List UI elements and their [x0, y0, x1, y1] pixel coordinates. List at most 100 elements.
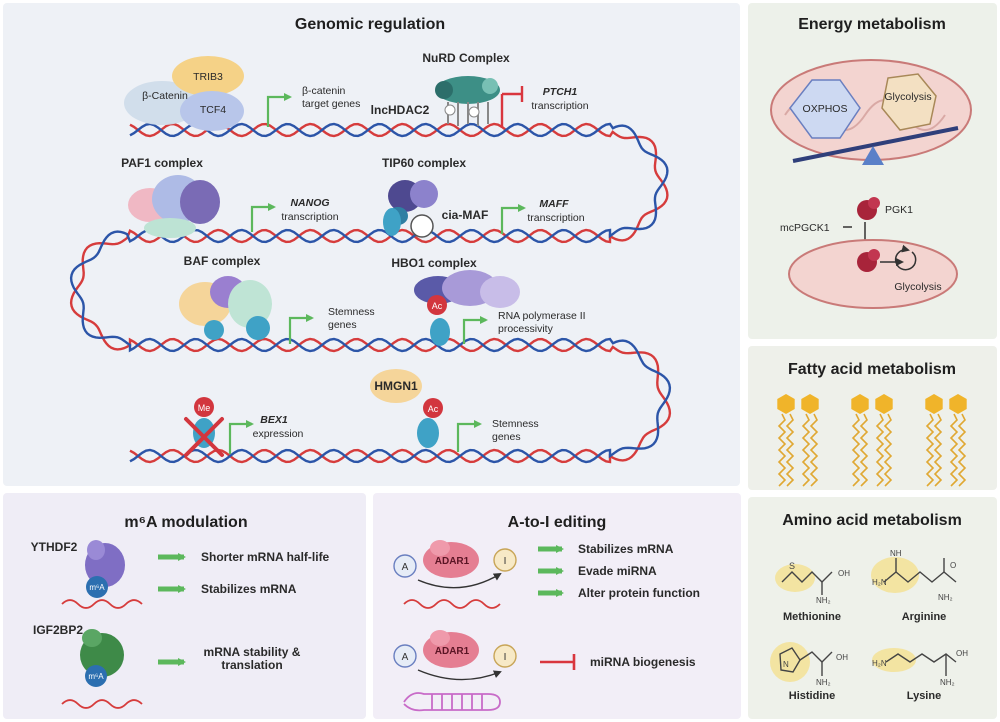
hmgn1-protein: HMGN1 Ac [370, 369, 443, 448]
genomic-panel [3, 3, 740, 486]
ac-label-2: Ac [428, 404, 439, 414]
adar1-enzyme-2: ADAR1 [423, 630, 479, 668]
fatty-panel [748, 346, 997, 490]
inhibition-arrow [540, 654, 576, 670]
lipid-tail [875, 413, 885, 487]
h2n-atom-2: H₂N [872, 659, 887, 668]
lipid-head-1 [801, 394, 819, 414]
m6a-effect-2: Stabilizes mRNA [201, 582, 297, 596]
atoi-title: A-to-I editing [508, 514, 607, 531]
inhibition-arrow [500, 86, 524, 128]
pri-mirna-hairpin [403, 692, 501, 712]
atoi-effect-3: Alter protein function [578, 586, 700, 600]
activation-arrow [266, 93, 292, 127]
lipid-tail [859, 413, 869, 487]
baf-label: BAF complex [184, 254, 261, 268]
nh2-atom-3: NH₂ [816, 678, 831, 687]
histidine-label: Histidine [789, 690, 835, 702]
mrna-strand [61, 599, 143, 609]
lnchdac2-label: lncHDAC2 [371, 103, 430, 117]
mitochondrion-bottom [788, 239, 958, 309]
nurd-complex [435, 76, 500, 126]
hbo1-label: HBO1 complex [391, 256, 477, 270]
activation-arrow [500, 204, 526, 234]
activation-arrow [456, 420, 482, 452]
arginine-label: Arginine [902, 611, 947, 623]
igf2bp2-label: IGF2BP2 [33, 623, 83, 637]
atoi-effect-4: miRNA biogenesis [590, 655, 696, 669]
oh-atom-3: OH [956, 649, 968, 658]
me-label: Me [198, 403, 211, 413]
amino-panel [748, 497, 997, 719]
a-label: A [402, 562, 409, 573]
i-label-2: I [504, 652, 507, 663]
lipid-head-0 [777, 394, 795, 414]
n-atom: N [783, 660, 789, 669]
lipid-head-2 [851, 394, 869, 414]
s-atom: S [789, 561, 795, 571]
mrna-strand [61, 699, 143, 709]
lipid-tail [957, 413, 967, 487]
m6a-effect-1: Shorter mRNA half-life [201, 550, 330, 564]
o-atom: O [950, 561, 956, 570]
m6a-mark-label-2: m⁶A [88, 672, 104, 681]
ptch1-gene-label: PTCH1 [543, 86, 578, 98]
nanog-suffix-label: transcription [281, 211, 338, 223]
h2n-atom: H₂N [872, 578, 887, 587]
lipid-head-3 [875, 394, 893, 414]
maff-suffix-label: transcription [527, 212, 584, 224]
acetyl-mark: Ac [427, 295, 447, 315]
lipid-tail [785, 413, 795, 487]
m6a-effect-3: mRNA stability &translation [204, 645, 301, 672]
lipid-tail [801, 413, 811, 487]
mrna-strand [403, 599, 501, 609]
balance-pivot [862, 146, 884, 165]
glycolysis-label: Glycolysis [884, 91, 931, 103]
editing-arrow [417, 572, 502, 589]
oh-atom-2: OH [836, 653, 848, 662]
lipid-tail [851, 413, 861, 487]
activation-arrow [250, 203, 276, 232]
ythdf2-protein: m⁶A [85, 540, 125, 598]
editing-arrow [417, 669, 502, 681]
lysine-label: Lysine [907, 690, 941, 702]
lipid-tail [777, 413, 787, 487]
beta-catenin-complex: TRIB3 β-Catenin TCF4 [124, 56, 244, 131]
mcpgck1-label: mcPGCK1 [780, 222, 830, 234]
bex1-suffix-label: expression [253, 428, 304, 440]
pgk1-icon [857, 197, 880, 220]
adar1-enzyme: ADAR1 [423, 540, 479, 578]
dna-helix [69, 122, 672, 464]
hbo1-complex [414, 270, 520, 346]
tip60-label: TIP60 complex [382, 156, 466, 170]
hmgn1-label: HMGN1 [374, 379, 418, 393]
tcf4-label: TCF4 [200, 104, 226, 116]
activation-arrow [462, 316, 488, 344]
energy-title: Energy metabolism [798, 16, 946, 33]
baf-complex [179, 276, 272, 340]
nh2-atom-4: NH₂ [940, 678, 955, 687]
trib3-label: TRIB3 [193, 71, 223, 83]
cia-maf-label: cia-MAF [442, 208, 489, 222]
balance-beam [792, 126, 959, 163]
lipid-head-4 [925, 394, 943, 414]
ythdf2-label: YTHDF2 [31, 540, 78, 554]
i-nucleotide-2: I [493, 644, 517, 668]
m6a-mark-label: m⁶A [89, 583, 105, 592]
lipid-tail [949, 413, 959, 487]
dna-strand-blue [69, 122, 672, 464]
nh-atom: NH [890, 549, 902, 558]
tip60-complex [383, 180, 438, 238]
i-label: I [504, 556, 507, 567]
methyl-mark: Me [184, 397, 224, 457]
nh2-atom-2: NH₂ [938, 593, 953, 602]
fatty-title: Fatty acid metabolism [788, 361, 956, 378]
nanog-gene-label: NANOG [290, 197, 329, 209]
pgk1-label: PGK1 [885, 204, 913, 216]
methionine-structure: S OH NH₂ [775, 561, 850, 605]
